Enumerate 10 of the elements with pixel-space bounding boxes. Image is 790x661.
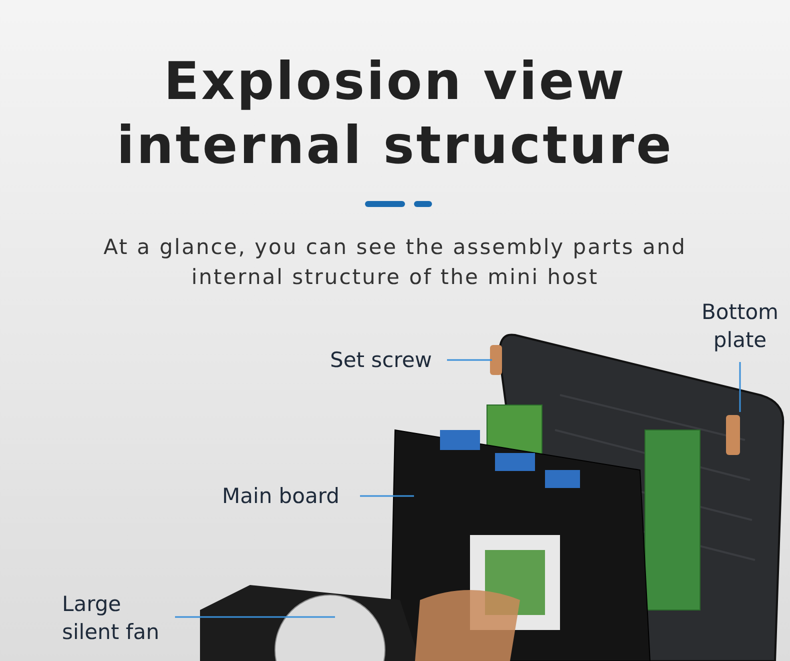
subtitle: At a glance, you can see the assembly parts and internal structure of the mini host [102,234,688,291]
part-label: Set screw [330,348,432,372]
leader-line [447,359,492,361]
leader-line [360,495,414,497]
leader-line [175,616,335,618]
leader-line [739,362,741,412]
part-label: Large silent fan [62,592,160,644]
heading: Explosion view internal structure [116,51,674,178]
part-label: Main board [222,484,340,508]
part-label: Bottom plate [701,300,779,352]
